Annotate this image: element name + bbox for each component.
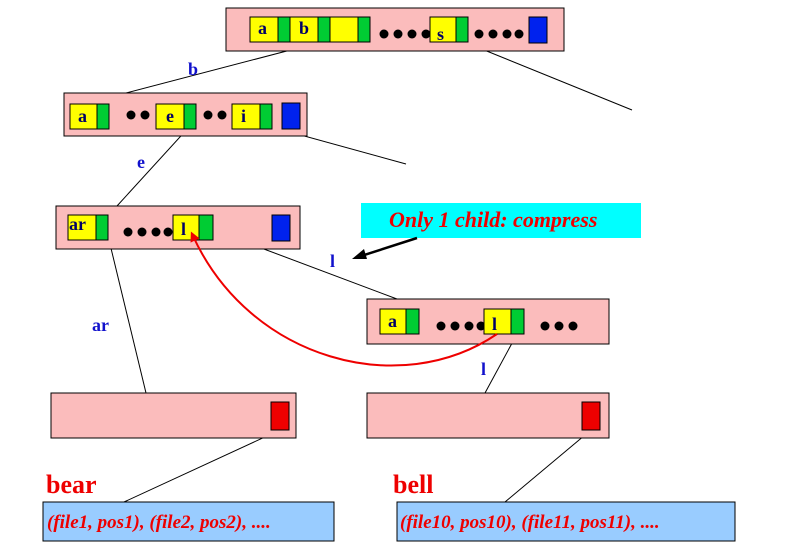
n2-key-ar: ar [69,214,86,234]
edge-leaf2-postings [504,429,592,503]
root-key-a: a [258,18,267,38]
node-level-3: a l [366,298,610,345]
postings-bell-text: (file10, pos10), (file11, pos11), .... [400,512,660,533]
n1-key-a: a [78,106,87,126]
postings-bear: (file1, pos1), (file2, pos2), .... [42,501,335,542]
compress-note-text: Only 1 child: compress [389,207,597,232]
root-key-s: s [437,24,444,44]
root-key-b: b [299,18,309,38]
n3-key-l: l [492,314,497,334]
n3-key-a: a [388,311,397,331]
edge-n2-ar [108,239,147,394]
word-bear: bear [46,470,97,499]
compress-note: Only 1 child: compress [361,203,641,238]
postings-bell: (file10, pos10), (file11, pos11), .... [396,501,736,542]
postings-bear-text: (file1, pos1), (file2, pos2), .... [47,512,271,533]
edge-leaf1-postings [123,429,281,503]
node-level-2: ar l [55,205,301,250]
root-node: a b s [225,7,565,52]
edge-root-s [461,40,633,111]
leaf-node-bear [50,392,297,439]
word-bell: bell [393,470,433,499]
leaf-node-bell [366,392,610,439]
note-pointer-arrowhead [352,249,367,259]
edge-label-ar: ar [92,315,109,335]
compress-arrow [190,231,498,367]
note-pointer-arrow [357,236,418,259]
edge-label-l-lower: l [481,359,486,379]
edge-label-e: e [137,152,145,172]
node-level-1: a e i [63,92,308,137]
edge-n1-e [116,125,191,207]
edge-label-b: b [188,59,198,79]
n2-key-l: l [181,219,186,239]
n1-key-e: e [166,106,174,126]
n1-key-i: i [241,106,246,126]
edge-label-l-upper: l [330,251,335,271]
